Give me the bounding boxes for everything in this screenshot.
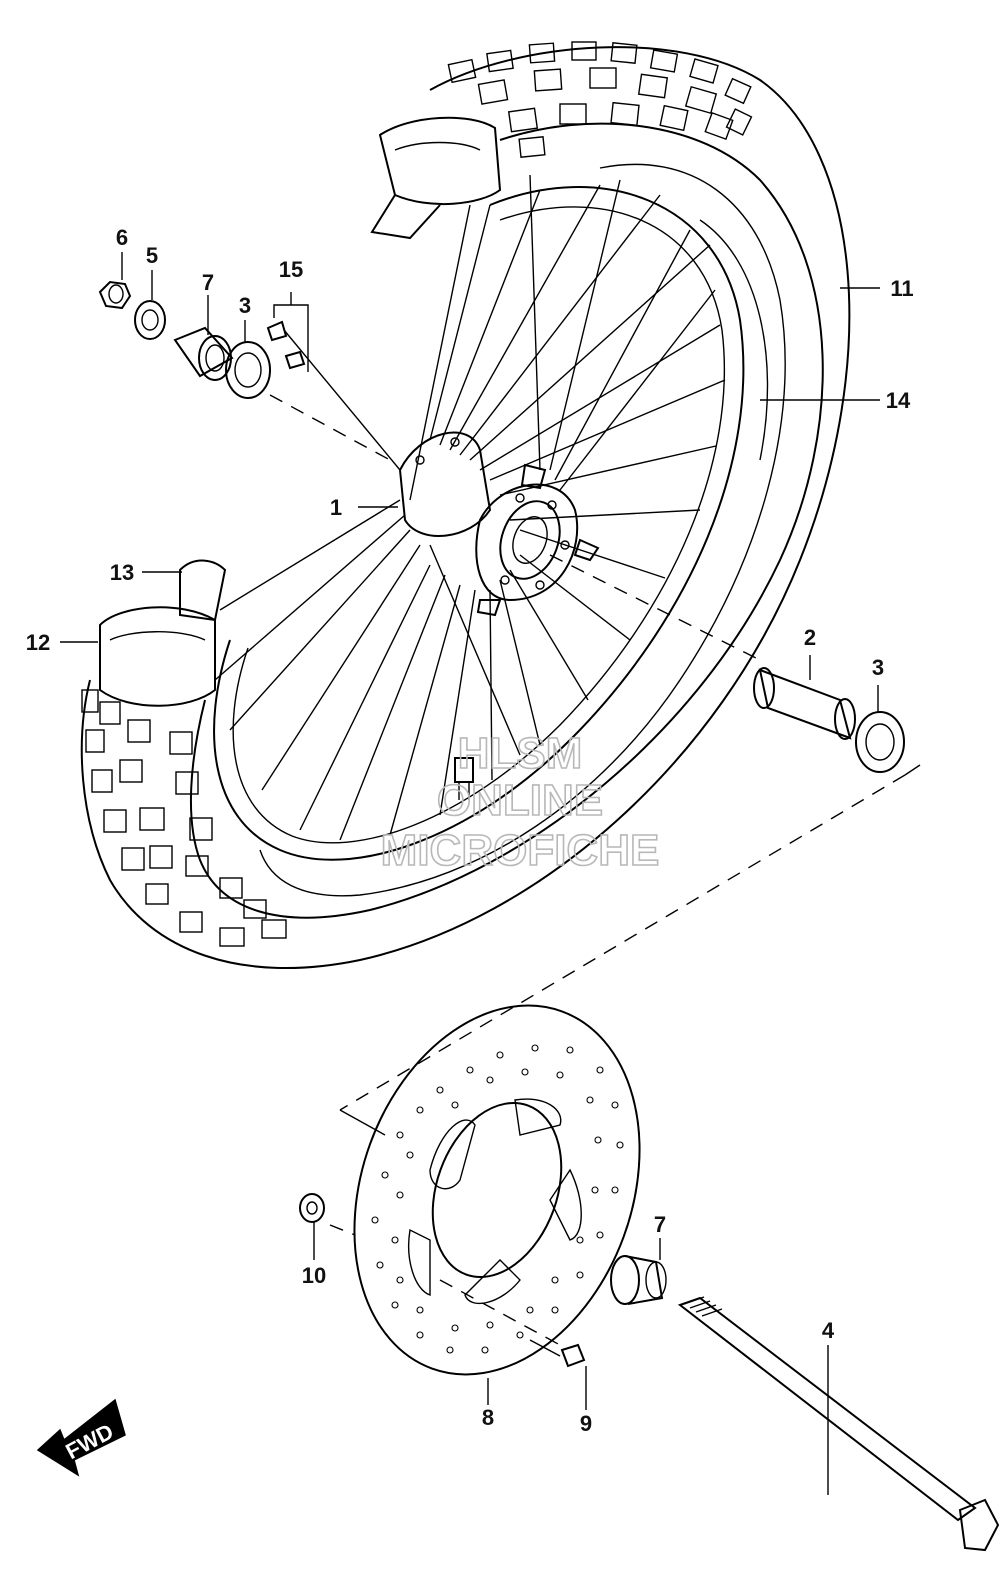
washer xyxy=(134,300,166,340)
brake-disc xyxy=(353,1004,641,1376)
callout-3-left: 3 xyxy=(239,293,251,318)
callout-13: 13 xyxy=(110,560,134,585)
bearing-right xyxy=(855,711,905,773)
center-lines xyxy=(269,394,921,1346)
spokes xyxy=(214,174,726,841)
leader-lines xyxy=(60,252,880,1495)
callout-5: 5 xyxy=(146,243,158,268)
fwd-arrow: FWD xyxy=(36,1398,126,1477)
valve-stem xyxy=(454,757,474,800)
spacer-collar-right xyxy=(610,1255,667,1305)
spacer-collar-left xyxy=(173,326,234,381)
watermark-line-3: MICROFICHE xyxy=(381,826,660,875)
rim-lock-top xyxy=(370,116,502,240)
rim-lock-bottom xyxy=(99,559,227,707)
watermark: HLSM ONLINE MICROFICHE xyxy=(380,728,660,876)
callout-8: 8 xyxy=(482,1405,494,1430)
callout-3-right: 3 xyxy=(872,655,884,680)
hub xyxy=(398,431,600,617)
callouts: 1 2 3 3 4 5 6 7 7 8 9 10 11 12 13 14 15 xyxy=(26,225,914,1436)
bearing-left xyxy=(225,341,271,399)
callout-6: 6 xyxy=(116,225,128,250)
callout-7-left: 7 xyxy=(202,270,214,295)
callout-15: 15 xyxy=(279,257,303,282)
callout-11: 11 xyxy=(890,276,913,301)
axle-nut xyxy=(98,280,132,310)
tread-blocks-top xyxy=(447,41,753,158)
callout-4: 4 xyxy=(822,1318,835,1343)
callout-14: 14 xyxy=(886,388,911,413)
disc-screw xyxy=(529,1339,586,1368)
callout-10: 10 xyxy=(302,1263,326,1288)
callout-7-right: 7 xyxy=(654,1212,666,1237)
callout-9: 9 xyxy=(580,1411,592,1436)
tread-blocks-bottom xyxy=(81,689,287,947)
callout-2: 2 xyxy=(804,625,816,650)
callout-1: 1 xyxy=(330,495,342,520)
spoke-set-parts xyxy=(266,320,401,471)
disc-bolt-left xyxy=(299,1193,325,1223)
spacer-right xyxy=(753,667,856,740)
watermark-line-1: HLSM xyxy=(458,729,583,778)
tire xyxy=(80,41,851,970)
axle-shaft xyxy=(677,1296,1000,1552)
watermark-line-2: ONLINE xyxy=(437,776,603,825)
callout-12: 12 xyxy=(26,630,50,655)
